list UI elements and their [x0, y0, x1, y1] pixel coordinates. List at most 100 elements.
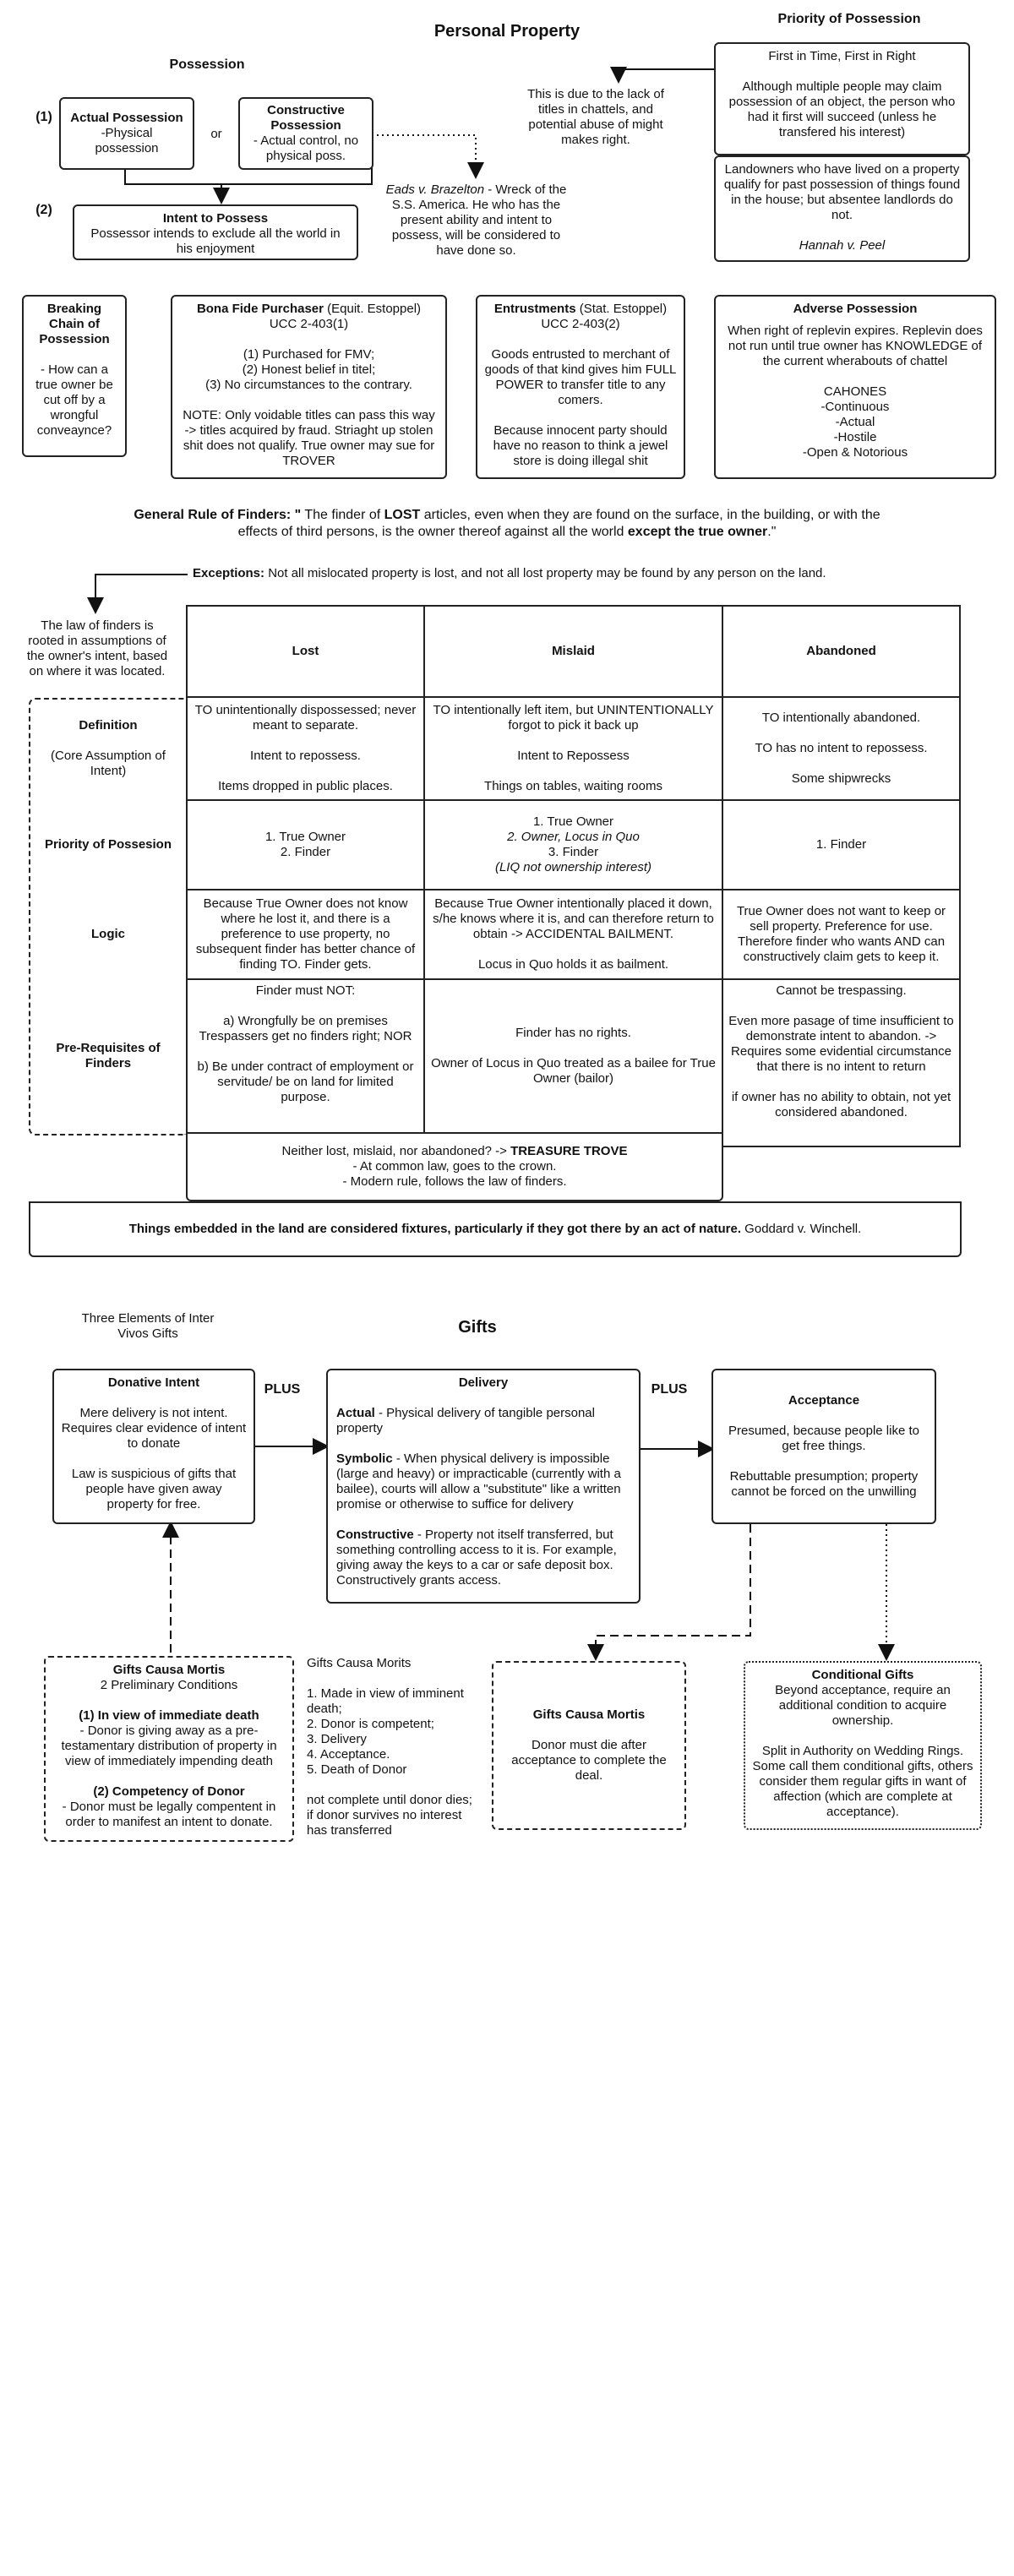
page-title: Personal Property	[433, 22, 581, 41]
adverse-body: When right of replevin expires. Replevin…	[728, 324, 983, 368]
def-mislaid-line: Things on tables, waiting rooms	[484, 779, 662, 793]
rule-lost: LOST	[384, 508, 421, 522]
adverse-possession-box: Adverse Possession When right of replevi…	[714, 295, 996, 479]
entrustments-body-2: Because innocent party should have no re…	[493, 423, 668, 468]
rule-end: ."	[767, 525, 777, 539]
delivery-box: Delivery Actual - Physical delivery of t…	[326, 1369, 641, 1604]
def-abandoned-line: Some shipwrecks	[791, 771, 891, 786]
logic-abandoned: True Owner does not want to keep or sell…	[722, 889, 961, 980]
def-mislaid-line: TO intentionally left item, but UNINTENT…	[433, 703, 714, 732]
treasure-line: - At common law, goes to the crown.	[352, 1159, 557, 1174]
fixtures-bold: Things embedded in the land are consider…	[128, 1222, 742, 1236]
gcm2-title: Gifts Causa Mortis	[532, 1707, 646, 1722]
column-header-lost: Lost	[186, 605, 425, 698]
gcm-list-item: 4. Acceptance.	[307, 1747, 390, 1762]
priority-mislaid-line: 1. True Owner	[532, 814, 614, 829]
bfp-ucc: UCC 2-403(1)	[269, 317, 349, 331]
row-label-priority: Priority of Possesion	[44, 837, 172, 852]
gcm-condition-2-title: (2) Competency of Donor	[93, 1784, 245, 1799]
prereq-mislaid: Finder has no rights. Owner of Locus in …	[423, 978, 723, 1134]
gcm-acceptance-box: Gifts Causa Mortis Donor must die after …	[492, 1661, 686, 1830]
label-1: (1)	[35, 110, 52, 124]
acceptance-box: Acceptance Presumed, because people like…	[711, 1369, 936, 1524]
acceptance-body-2: Rebuttable presumption; property cannot …	[729, 1469, 919, 1499]
fixtures-case: Goddard v. Winchell.	[741, 1222, 862, 1236]
gcm-list-item: 2. Donor is competent;	[307, 1717, 434, 1731]
entrustments-ucc: UCC 2-403(2)	[541, 317, 620, 331]
def-mislaid-line: Intent to Repossess	[517, 749, 630, 763]
treasure-bold: TREASURE TROVE	[510, 1144, 628, 1158]
logic-mislaid: Because True Owner intentionally placed …	[423, 889, 723, 980]
gcm-title: Gifts Causa Mortis	[112, 1663, 226, 1677]
priority-lost: 1. True Owner 2. Finder	[186, 799, 425, 890]
definition-abandoned: TO intentionally abandoned. TO has no in…	[722, 696, 961, 801]
breaking-chain-box: Breaking Chain of Possession - How can a…	[22, 295, 127, 457]
breaking-chain-title: Breaking Chain of Possession	[39, 302, 110, 346]
bfp-item: (2) Honest belief in titel;	[242, 362, 376, 377]
rule-a: The finder of	[301, 508, 384, 522]
rule-lead: General Rule of Finders: "	[134, 508, 302, 522]
actual-label: Actual	[336, 1406, 375, 1420]
eads-case: Eads v. Brazelton	[385, 182, 485, 197]
definition-sub: (Core Assumption of Intent)	[51, 749, 166, 778]
donative-body-2: Law is suspicious of gifts that people h…	[71, 1467, 237, 1511]
prereq-abandoned-line: if owner has no ability to obtain, not y…	[731, 1090, 951, 1119]
gcm-condition-1-body: - Donor is giving away as a pre-testamen…	[61, 1724, 277, 1768]
constructive-possession-body: - Actual control, no physical poss.	[253, 133, 359, 163]
rooted-note: The law of finders is rooted in assumpti…	[26, 618, 168, 678]
treasure-lead: Neither lost, mislaid, nor abandoned? ->	[281, 1144, 511, 1158]
or-label: or	[210, 127, 222, 141]
priority-mislaid-line: 3. Finder	[548, 845, 599, 859]
actual-possession-box: Actual Possession -Physical possession	[59, 97, 194, 170]
bfp-note: NOTE: Only voidable titles can pass this…	[183, 408, 435, 468]
logic-mislaid-line: Locus in Quo holds it as bailment.	[477, 957, 669, 972]
gcm-sub: 2 Preliminary Conditions	[100, 1678, 238, 1692]
row-labels-panel	[29, 698, 186, 1136]
symbolic-label: Symbolic	[336, 1451, 393, 1466]
donative-body-1: Mere delivery is not intent. Requires cl…	[61, 1406, 247, 1451]
intent-to-possess-box: Intent to Possess Possessor intends to e…	[73, 204, 358, 260]
gcm-elements-list: Gifts Causa Morits 1. Made in view of im…	[307, 1656, 476, 1838]
exceptions-body: Not all mislocated property is lost, and…	[264, 566, 826, 580]
column-header-abandoned: Abandoned	[722, 605, 961, 698]
prereq-abandoned-line: Cannot be trespassing.	[776, 983, 907, 998]
first-in-time-box: First in Time, First in Right Although m…	[714, 42, 970, 155]
cahones-item: -Open & Notorious	[802, 445, 908, 460]
symbolic-body: - When physical delivery is impossible (…	[336, 1451, 621, 1511]
def-lost-line: Items dropped in public places.	[218, 779, 393, 793]
entrustments-body-1: Goods entrusted to merchant of goods of …	[484, 347, 677, 407]
exceptions-label: Exceptions:	[193, 566, 265, 580]
intent-body: Possessor intends to exclude all the wor…	[90, 226, 341, 256]
exceptions-line: Exceptions: Not all mislocated property …	[193, 566, 936, 581]
conditional-body-2: Split in Authority on Wedding Rings. Som…	[752, 1744, 973, 1819]
cahones-item: -Hostile	[833, 430, 877, 444]
prereq-lost-line: Finder must NOT:	[255, 983, 356, 998]
gifts-causa-mortis-box: Gifts Causa Mortis 2 Preliminary Conditi…	[44, 1656, 294, 1842]
gcm-list-item: 1. Made in view of imminent death;	[307, 1686, 464, 1716]
donative-title: Donative Intent	[107, 1375, 200, 1390]
prereq-mislaid-line: Owner of Locus in Quo treated as a baile…	[431, 1056, 716, 1086]
bfp-title-tail: (Equit. Estoppel)	[323, 302, 422, 316]
plus-label-1: PLUS	[264, 1382, 301, 1397]
eads-body: - Wreck of the S.S. America. He who has …	[391, 182, 567, 258]
constructive-possession-box: Constructive Possession - Actual control…	[238, 97, 373, 170]
row-label-definition: Definition (Core Assumption of Intent)	[34, 698, 183, 799]
entrustments-box: Entrustments (Stat. Estoppel) UCC 2-403(…	[476, 295, 685, 479]
gcm-not-complete: not complete until donor dies; if donor …	[307, 1793, 472, 1838]
bfp-title: Bona Fide Purchaser	[196, 302, 324, 316]
adverse-title: Adverse Possession	[793, 302, 918, 316]
entrustments-title: Entrustments	[493, 302, 576, 316]
definition-label: Definition	[79, 718, 138, 732]
actual-body: - Physical delivery of tangible personal…	[336, 1406, 595, 1435]
gcm-list-title: Gifts Causa Morits	[307, 1656, 412, 1670]
intent-title: Intent to Possess	[162, 211, 269, 226]
prereq-lost: Finder must NOT: a) Wrongfully be on pre…	[186, 978, 425, 1134]
eads-note: Eads v. Brazelton - Wreck of the S.S. Am…	[385, 182, 567, 259]
prereq-lost-line: b) Be under contract of employment or se…	[197, 1059, 414, 1104]
bfp-item: (1) Purchased for FMV;	[243, 347, 375, 362]
prereq-mislaid-line: Finder has no rights.	[515, 1026, 631, 1040]
row-label-prerequisites: Pre-Requisites of Finders	[56, 1041, 161, 1070]
cahones-item: -Actual	[835, 415, 875, 429]
priority-header: Priority of Possession	[777, 12, 921, 26]
